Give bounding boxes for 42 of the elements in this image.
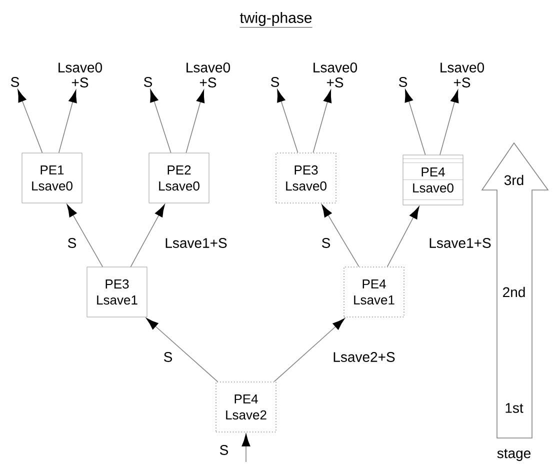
arrow <box>440 90 459 156</box>
stage-label: 2nd <box>501 286 527 298</box>
target-text: Lsave0 +S <box>186 62 230 88</box>
arrow <box>312 90 332 153</box>
stage-label: 3rd <box>502 174 526 186</box>
pe-box: PE2 Lsave0 <box>148 152 210 204</box>
target-text: S <box>398 77 408 87</box>
target-text: Lsave0 +S <box>58 62 102 88</box>
target-text: S <box>10 77 20 87</box>
arrow <box>66 204 104 268</box>
arrow <box>18 90 43 154</box>
pe-box: PE3 Lsave1 <box>86 266 148 318</box>
pe-box: PE4 Lsave1 <box>344 266 404 318</box>
edge-label: S <box>66 237 78 249</box>
arrow <box>242 434 250 462</box>
arrow <box>186 90 205 154</box>
edge-label: Lsave1+S <box>428 237 492 249</box>
pe-box: PE4 Lsave2 <box>216 382 276 432</box>
edge-label: S <box>218 444 230 456</box>
arrow <box>150 90 172 154</box>
arrow <box>146 318 218 382</box>
target-text: S <box>144 77 152 87</box>
stage-label: 1st <box>504 402 524 414</box>
arrow <box>58 90 77 154</box>
pe-box: PE1 Lsave0 <box>22 152 82 204</box>
target-text: Lsave0 +S <box>314 62 358 88</box>
pe-box: PE3 Lsave0 <box>276 152 336 204</box>
pe-box: PE4 Lsave0 <box>402 154 464 206</box>
edge-label: Lsave1+S <box>164 237 228 249</box>
arrow <box>404 90 426 156</box>
target-text: Lsave0 +S <box>440 62 484 88</box>
edge-label: S <box>320 237 332 249</box>
title: twig-phase <box>240 12 312 28</box>
arrow <box>322 204 360 267</box>
arrow <box>130 204 165 268</box>
axis-label: stage <box>496 448 532 462</box>
target-text: S <box>270 77 280 87</box>
arrow <box>277 90 298 153</box>
edge-label: S <box>162 351 174 363</box>
edge-label: Lsave2+S <box>332 351 396 363</box>
arrow <box>386 206 420 267</box>
arrow <box>274 318 345 382</box>
